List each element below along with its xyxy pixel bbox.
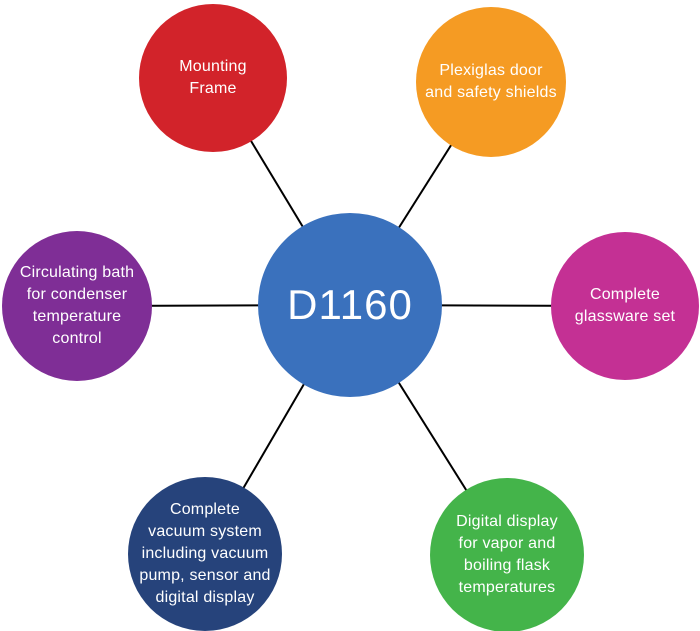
center-node-d1160: D1160 (258, 213, 442, 397)
node-plexiglas-door: Plexiglas door and safety shields (416, 7, 566, 157)
node-vacuum-system: Complete vacuum system including vacuum … (128, 477, 282, 631)
node-mounting-frame-label: Mounting Frame (179, 58, 247, 97)
node-vapor-boiling-display: Digital display for vapor and boiling fl… (430, 478, 584, 631)
node-mounting-frame: Mounting Frame (139, 4, 287, 152)
node-vacuum-system-label: Complete vacuum system including vacuum … (139, 501, 271, 606)
node-plexiglas-door-label: Plexiglas door and safety shields (425, 62, 557, 101)
node-glassware-set: Complete glassware set (551, 232, 699, 380)
node-circulating-bath-label: Circulating bath for condenser temperatu… (19, 264, 135, 347)
node-glassware-set-label: Complete glassware set (574, 286, 676, 325)
center-node-label: D1160 (287, 281, 413, 328)
node-circulating-bath: Circulating bath for condenser temperatu… (2, 231, 152, 381)
node-vapor-boiling-display-label: Digital display for vapor and boiling fl… (456, 513, 558, 596)
